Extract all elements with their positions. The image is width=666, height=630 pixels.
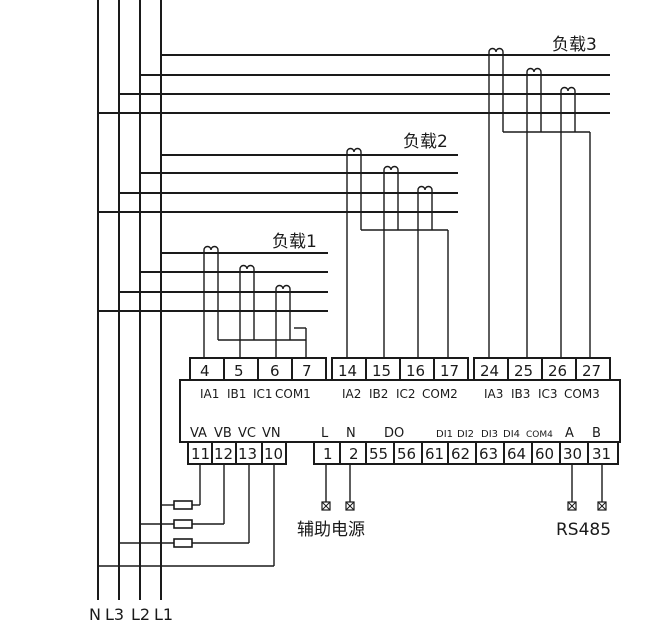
signal-label: IA3 bbox=[484, 387, 503, 401]
aux-power-leads bbox=[321, 464, 355, 511]
signal-label: VA bbox=[190, 426, 207, 441]
terminal-bottom-num: 2 bbox=[349, 445, 359, 463]
terminal-bottom-num: 11 bbox=[191, 445, 210, 463]
bus-line-labels: N L3 L2 L1 bbox=[89, 605, 173, 624]
terminal-bottom-num: 10 bbox=[264, 445, 283, 463]
terminal-signals-bottom: VA VB VC VN L N DO DI1 DI2 DI3 DI4 COM4 … bbox=[190, 426, 601, 441]
terminal-bottom-num: 12 bbox=[214, 445, 233, 463]
terminal-numbers-top: 4 5 6 7 14 15 16 17 24 25 26 27 bbox=[200, 362, 601, 380]
terminal-screw-icon bbox=[567, 501, 577, 511]
signal-label: L bbox=[321, 426, 329, 441]
terminal-bottom-num: 55 bbox=[369, 445, 388, 463]
terminal-bottom-num: 1 bbox=[323, 445, 333, 463]
ct-c2 bbox=[417, 185, 433, 196]
terminal-bottom-num: 61 bbox=[425, 445, 444, 463]
signal-label: IB3 bbox=[511, 387, 530, 401]
signal-label: IC2 bbox=[396, 387, 416, 401]
signal-label: IB2 bbox=[369, 387, 388, 401]
bus-label-l3: L3 bbox=[105, 605, 124, 624]
signal-label: DI3 bbox=[481, 429, 498, 440]
terminal-numbers-bottom: 11 12 13 10 1 2 55 56 61 62 63 64 60 30 … bbox=[191, 445, 611, 463]
ct-b3 bbox=[526, 67, 542, 78]
signal-label: B bbox=[592, 426, 601, 441]
signal-label: COM1 bbox=[275, 387, 311, 401]
load3-feeders bbox=[98, 54, 610, 114]
load1-label: 负载1 bbox=[272, 232, 317, 252]
signal-label: DI1 bbox=[436, 429, 453, 440]
current-transformers bbox=[203, 47, 576, 295]
voltage-wiring bbox=[98, 464, 275, 567]
terminal-bottom-num: 31 bbox=[592, 445, 611, 463]
terminal-top-num: 17 bbox=[440, 362, 459, 380]
signal-label: IB1 bbox=[227, 387, 246, 401]
ct-c3 bbox=[560, 86, 576, 97]
aux-power-label: 辅助电源 bbox=[297, 520, 365, 540]
signal-label: N bbox=[346, 426, 356, 441]
ct-a3 bbox=[488, 47, 504, 58]
ct-wiring bbox=[203, 58, 591, 358]
terminal-bottom-num: 62 bbox=[451, 445, 470, 463]
signal-label: DI2 bbox=[457, 429, 474, 440]
bus-label-l2: L2 bbox=[131, 605, 150, 624]
terminal-top-num: 26 bbox=[548, 362, 567, 380]
ct-b1 bbox=[239, 264, 255, 275]
rs485-leads bbox=[567, 464, 607, 511]
ct-a1 bbox=[203, 245, 219, 256]
terminal-top-num: 7 bbox=[302, 362, 312, 380]
terminal-bottom-num: 30 bbox=[563, 445, 582, 463]
terminal-signals-top: IA1 IB1 IC1 COM1 IA2 IB2 IC2 COM2 IA3 IB… bbox=[200, 387, 600, 401]
rs485-label: RS485 bbox=[556, 520, 611, 540]
load2-label: 负载2 bbox=[403, 132, 448, 152]
terminal-bottom-num: 60 bbox=[535, 445, 554, 463]
signal-label: IC1 bbox=[253, 387, 273, 401]
fuse-icon bbox=[173, 538, 193, 548]
terminal-top-num: 16 bbox=[406, 362, 425, 380]
terminal-screw-icon bbox=[597, 501, 607, 511]
signal-label: DO bbox=[384, 426, 404, 441]
terminal-block-top bbox=[189, 357, 611, 381]
signal-label: COM2 bbox=[422, 387, 458, 401]
terminal-top-num: 25 bbox=[514, 362, 533, 380]
signal-label: IA1 bbox=[200, 387, 219, 401]
signal-label: COM4 bbox=[526, 430, 553, 440]
signal-label: VB bbox=[214, 426, 232, 441]
signal-label: COM3 bbox=[564, 387, 600, 401]
ct-a2 bbox=[346, 147, 362, 158]
signal-label: IC3 bbox=[538, 387, 558, 401]
signal-label: VC bbox=[238, 426, 256, 441]
fuse-icon bbox=[173, 519, 193, 529]
bus-lines bbox=[97, 0, 162, 600]
terminal-top-num: 5 bbox=[234, 362, 244, 380]
terminal-top-num: 15 bbox=[372, 362, 391, 380]
terminal-bottom-num: 56 bbox=[397, 445, 416, 463]
terminal-top-num: 6 bbox=[270, 362, 280, 380]
load3-label: 负载3 bbox=[552, 35, 597, 55]
fuses bbox=[173, 500, 193, 548]
fuse-icon bbox=[173, 500, 193, 510]
terminal-block-bottom bbox=[187, 441, 619, 465]
load2-feeders bbox=[98, 154, 458, 213]
terminal-screw-icon bbox=[345, 501, 355, 511]
signal-label: A bbox=[565, 426, 574, 441]
terminal-top-num: 4 bbox=[200, 362, 210, 380]
signal-label: DI4 bbox=[503, 429, 520, 440]
bus-label-n: N bbox=[89, 605, 101, 624]
ct-b2 bbox=[383, 165, 399, 176]
terminal-bottom-num: 13 bbox=[238, 445, 257, 463]
terminal-top-num: 24 bbox=[480, 362, 499, 380]
ct-c1 bbox=[275, 284, 291, 295]
signal-label: IA2 bbox=[342, 387, 361, 401]
terminal-top-num: 14 bbox=[338, 362, 357, 380]
terminal-bottom-num: 63 bbox=[479, 445, 498, 463]
terminal-screw-icon bbox=[321, 501, 331, 511]
terminal-top-num: 27 bbox=[582, 362, 601, 380]
load1-feeders bbox=[98, 252, 328, 312]
signal-label: VN bbox=[262, 426, 281, 441]
bus-label-l1: L1 bbox=[154, 605, 173, 624]
terminal-bottom-num: 64 bbox=[507, 445, 526, 463]
